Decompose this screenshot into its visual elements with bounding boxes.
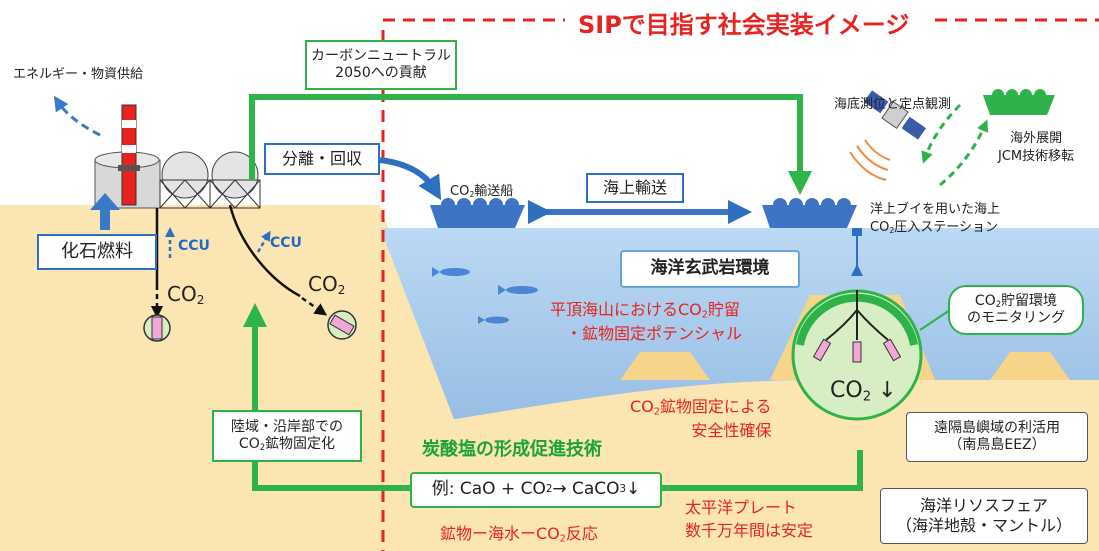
carbon-neutral-line1: カーボンニュートラル <box>311 47 451 64</box>
safety-label: CO2鉱物固定による 安全性確保 <box>630 397 772 441</box>
satellite-icon <box>863 90 927 140</box>
refinery-icon <box>94 104 261 209</box>
remote-island-box: 遠隔島嶼域の利活用 （南鳥島EEZ） <box>906 412 1088 462</box>
lithosphere-box: 海洋リソスフェア （海洋地殻・マントル） <box>880 488 1088 544</box>
page-title: SIPで目指す社会実装イメージ <box>578 11 910 39</box>
ship-icon <box>430 198 525 228</box>
carbonate-label: 炭酸塩の形成促進技術 <box>422 439 602 460</box>
seafloor-label: 海底測位と定点観測 <box>834 97 952 112</box>
ccu-label-1: CCU <box>178 238 210 254</box>
potential-label: 平頂海山におけるCO2貯留 ・鉱物固定ポテンシャル <box>550 300 743 344</box>
co2-storage-label: CO2 ↓ <box>830 378 897 405</box>
energy-supply-label: エネルギー・物資供給 <box>13 67 144 82</box>
seamount-1 <box>620 352 710 380</box>
sea-transport-box: 海上輸送 <box>586 173 684 203</box>
co2-label-right: CO2 <box>308 272 346 297</box>
arrow-icon <box>53 95 101 137</box>
co2-label-left: CO2 <box>167 282 205 307</box>
pacific-label: 太平洋プレート 数千万年間は安定 <box>685 498 814 541</box>
basalt-box: 海洋玄武岩環境 <box>620 250 800 288</box>
monitoring-box: CO2貯留環境 のモニタリング <box>948 285 1084 335</box>
separation-box: 分離・回収 <box>264 143 380 175</box>
ship-icon <box>762 198 857 228</box>
carbon-neutral-box: カーボンニュートラル 2050への貢献 <box>305 40 457 90</box>
ship-icon <box>983 89 1055 115</box>
fossil-fuel-box: 化石燃料 <box>37 234 157 270</box>
co2-ship-label: CO2輸送船 <box>450 184 514 199</box>
ccu-label-2: CCU <box>270 235 302 251</box>
seamount-3 <box>990 352 1070 380</box>
buoy-label: 洋上ブイを用いた海上 CO2圧入ステーション <box>870 202 1001 235</box>
carbon-neutral-line2: 2050への貢献 <box>335 65 427 81</box>
reaction-label: 鉱物ー海水ーCO2反応 <box>440 524 598 545</box>
fish-icon <box>432 267 538 324</box>
land-fixation-box: 陸域・沿岸部での CO2鉱物固定化 <box>212 410 362 462</box>
